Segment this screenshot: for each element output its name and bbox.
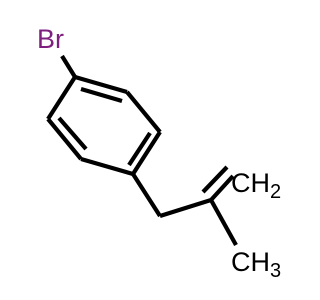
ring-bond-left	[46, 117, 83, 161]
ring-bond-bottom-left	[80, 156, 134, 177]
alkene-double-bond-inner	[201, 165, 229, 194]
alkene-double-bond-outer	[209, 174, 235, 202]
methylene-label-main: CH	[231, 168, 270, 198]
benzylic-bond	[131, 172, 162, 218]
bromine-label: Br	[37, 24, 64, 54]
ring-bond-right	[125, 90, 162, 134]
ring-bond-bottom-right	[131, 130, 162, 176]
methylene-label-subscript: 2	[270, 181, 281, 203]
ring-inner-bond-left	[57, 116, 88, 151]
bromine-bond	[60, 54, 77, 79]
methyl-label-main: CH	[231, 247, 270, 277]
ring-inner-bond-bottom-right	[127, 131, 152, 167]
molecule-structure: Br CH2 CH3	[37, 24, 281, 282]
ring-bond-top-left	[46, 75, 77, 121]
methylene-label: CH2	[231, 168, 281, 203]
ring-inner-bond-top-right	[80, 86, 123, 104]
methyl-bond	[209, 198, 238, 247]
methyl-label-subscript: 3	[270, 260, 281, 282]
ch2-to-alkene-bond	[159, 197, 212, 219]
methyl-label: CH3	[231, 247, 281, 282]
ring-bond-top-right	[74, 74, 128, 95]
